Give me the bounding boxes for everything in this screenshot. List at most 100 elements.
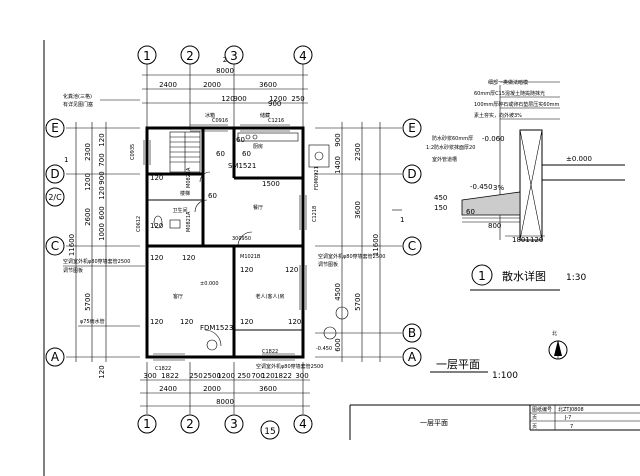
svg-text:120: 120 <box>150 222 163 230</box>
svg-text:-0.060: -0.060 <box>482 135 505 143</box>
svg-text:60mm厚C15混凝土随捣随抹光: 60mm厚C15混凝土随捣随抹光 <box>474 90 545 97</box>
svg-text:E: E <box>408 121 416 135</box>
axis-label: 4 <box>299 49 307 63</box>
section-mark: 1 <box>400 216 404 224</box>
svg-text:3: 3 <box>230 417 238 431</box>
svg-text:60: 60 <box>216 150 225 158</box>
svg-text:3600: 3600 <box>259 385 277 393</box>
svg-text:老人(客人)房: 老人(客人)房 <box>256 293 285 300</box>
svg-text:1500: 1500 <box>262 180 280 188</box>
svg-text:60: 60 <box>466 208 475 216</box>
svg-text:1000: 1000 <box>98 223 106 241</box>
svg-text:客厅: 客厅 <box>173 293 183 300</box>
svg-text:1:30: 1:30 <box>566 273 586 283</box>
svg-text:C1218: C1218 <box>312 206 318 222</box>
svg-text:120: 120 <box>182 254 195 262</box>
svg-text:250: 250 <box>237 372 250 380</box>
section-mark: 1 <box>64 156 68 164</box>
svg-text:-0.450: -0.450 <box>316 346 332 352</box>
svg-text:700: 700 <box>98 153 106 166</box>
top-dimensions: 2 8000 2400 2000 3600 900 120 1200 250 <box>142 56 308 130</box>
svg-text:A: A <box>51 350 60 364</box>
svg-text:2000: 2000 <box>203 385 221 393</box>
dim-text: 2400 <box>159 81 177 89</box>
left-notes: 化粪池(三格) 有详见图门塞 空调室外机φ80穿墙套管2500 调节图板 φ75… <box>63 93 385 370</box>
svg-text:C: C <box>408 239 416 253</box>
svg-text:素土夯实，向外坡3%: 素土夯实，向外坡3% <box>474 112 522 119</box>
svg-text:C0935: C0935 <box>130 144 136 160</box>
section-circle <box>335 306 349 320</box>
svg-text:3600: 3600 <box>354 201 362 219</box>
svg-text:2500: 2500 <box>203 372 221 380</box>
svg-text:120: 120 <box>240 318 253 326</box>
north-arrow-icon: 北 <box>548 330 568 360</box>
svg-text:卫生间: 卫生间 <box>172 207 187 214</box>
svg-text:1: 1 <box>143 417 151 431</box>
svg-text:调节图板: 调节图板 <box>318 261 338 268</box>
svg-text:1:2防水砂浆抹面厚20: 1:2防水砂浆抹面厚20 <box>426 144 475 151</box>
svg-text:120: 120 <box>98 365 106 378</box>
svg-text:150: 150 <box>434 204 447 212</box>
rain-pipe-icon <box>206 339 218 351</box>
svg-text:SM1521: SM1521 <box>228 162 256 170</box>
svg-text:120: 120 <box>150 174 163 182</box>
svg-text:厨房: 厨房 <box>253 143 263 150</box>
svg-text:调节图板: 调节图板 <box>63 267 83 274</box>
svg-text:±0.000: ±0.000 <box>566 155 592 163</box>
svg-text:1822: 1822 <box>274 372 292 380</box>
svg-text:600: 600 <box>98 206 106 219</box>
svg-text:北: 北 <box>552 330 557 337</box>
svg-text:页: 页 <box>532 415 537 421</box>
svg-text:1801: 1801 <box>512 236 530 244</box>
svg-text:700: 700 <box>251 372 264 380</box>
svg-text:4: 4 <box>299 417 307 431</box>
svg-text:-0.450: -0.450 <box>470 183 493 191</box>
svg-text:100mm厚碎石或卵石垫层压实60mm: 100mm厚碎石或卵石垫层压实60mm <box>474 101 560 108</box>
svg-text:C1822: C1822 <box>262 349 278 355</box>
svg-text:B: B <box>408 326 416 340</box>
svg-text:空调室外机φ80穿墙套管2500: 空调室外机φ80穿墙套管2500 <box>63 258 130 265</box>
svg-text:3%: 3% <box>493 184 504 192</box>
svg-text:11600: 11600 <box>372 234 380 256</box>
kitchen-counter <box>237 132 299 142</box>
svg-text:5700: 5700 <box>84 293 92 311</box>
svg-text:E: E <box>51 121 59 135</box>
svg-text:细部一类做法暗模: 细部一类做法暗模 <box>488 79 528 86</box>
svg-text:120: 120 <box>240 266 253 274</box>
svg-text:散水详图: 散水详图 <box>502 269 546 283</box>
detail-drawing: 细部一类做法暗模 60mm厚C15混凝土随捣随抹光 100mm厚碎石或卵石垫层压… <box>426 79 625 291</box>
svg-text:1:100: 1:100 <box>492 371 518 381</box>
svg-text:2600: 2600 <box>84 208 92 226</box>
svg-text:1200: 1200 <box>84 173 92 191</box>
vent-shaft <box>308 144 330 168</box>
svg-text:C0916: C0916 <box>212 118 228 124</box>
svg-text:空调室外机φ80穿墙套管2500: 空调室外机φ80穿墙套管2500 <box>256 363 323 370</box>
svg-text:2400: 2400 <box>159 385 177 393</box>
svg-text:5700: 5700 <box>354 293 362 311</box>
svg-text:300: 300 <box>143 372 156 380</box>
svg-text:2: 2 <box>186 417 194 431</box>
svg-text:1200: 1200 <box>217 372 235 380</box>
svg-text:7: 7 <box>570 424 573 430</box>
svg-text:800: 800 <box>488 222 501 230</box>
svg-text:C0612: C0612 <box>136 216 142 232</box>
bath-fixtures <box>153 215 181 229</box>
svg-text:φ75雨水管: φ75雨水管 <box>80 318 105 325</box>
right-axis-bubbles: E D C B A <box>402 118 422 367</box>
svg-text:储藏: 储藏 <box>260 112 270 119</box>
section-circle <box>323 326 337 340</box>
svg-text:图纸编号: 图纸编号 <box>532 406 552 413</box>
bottom-dimensions: 300 1822 250 2500 1200 250 700 120 1822 … <box>140 362 310 414</box>
svg-text:2300: 2300 <box>354 143 362 161</box>
axis-label: 2 <box>186 49 194 63</box>
svg-text:室外管道槽: 室外管道槽 <box>432 156 457 163</box>
svg-text:60: 60 <box>242 150 251 158</box>
svg-text:900: 900 <box>98 171 106 184</box>
dim-text: 250 <box>291 95 304 103</box>
axis-label: 3 <box>230 49 238 63</box>
svg-text:120: 120 <box>288 318 301 326</box>
svg-text:A: A <box>408 350 417 364</box>
svg-text:FDM0921: FDM0921 <box>314 166 320 190</box>
dim-text: 8000 <box>216 67 234 75</box>
